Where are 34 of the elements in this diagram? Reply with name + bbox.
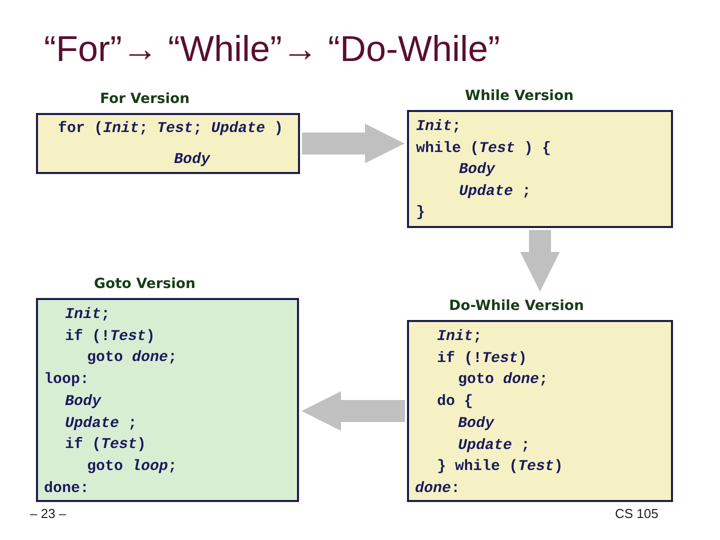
course-label: CS 105 (615, 506, 658, 521)
box-heading: For Version (100, 91, 190, 107)
block-arrow (520, 230, 560, 292)
code-line: if (!Test) (437, 348, 528, 369)
box-heading: While Version (465, 88, 574, 104)
code-line: Body (459, 160, 496, 180)
code-line: Update ; (65, 414, 138, 434)
box-heading: Do-While Version (449, 298, 584, 314)
code-line: Body (174, 150, 210, 170)
code-line: Body (458, 414, 494, 434)
page-number: – 23 – (30, 506, 66, 521)
code-line: if (Test) (65, 435, 146, 456)
code-line: Body (65, 392, 102, 412)
code-line: } (416, 203, 426, 223)
code-line: done: (44, 478, 90, 499)
code-line: goto loop; (87, 456, 178, 477)
code-line: while (Test ) { (416, 138, 552, 158)
code-line: for (Init; Test; Update ) (58, 119, 284, 139)
code-line: } while (Test) (437, 457, 564, 478)
slide-title: “For”→ “While”→ “Do-While” (44, 28, 500, 70)
code-line: Update ; (458, 436, 530, 456)
code-line: Init; (437, 327, 482, 347)
block-arrow (301, 391, 405, 431)
code-line: Init; (416, 117, 462, 137)
code-line: Init; (65, 305, 110, 325)
code-line: do { (437, 392, 474, 412)
code-line: Update ; (459, 182, 532, 202)
code-line: if (!Test) (65, 326, 156, 347)
box-heading: Goto Version (94, 276, 196, 292)
code-line: goto done; (87, 348, 178, 368)
code-line: loop: (44, 370, 90, 390)
block-arrow (302, 124, 405, 164)
code-line: done: (415, 478, 460, 499)
code-line: goto done; (458, 370, 548, 390)
